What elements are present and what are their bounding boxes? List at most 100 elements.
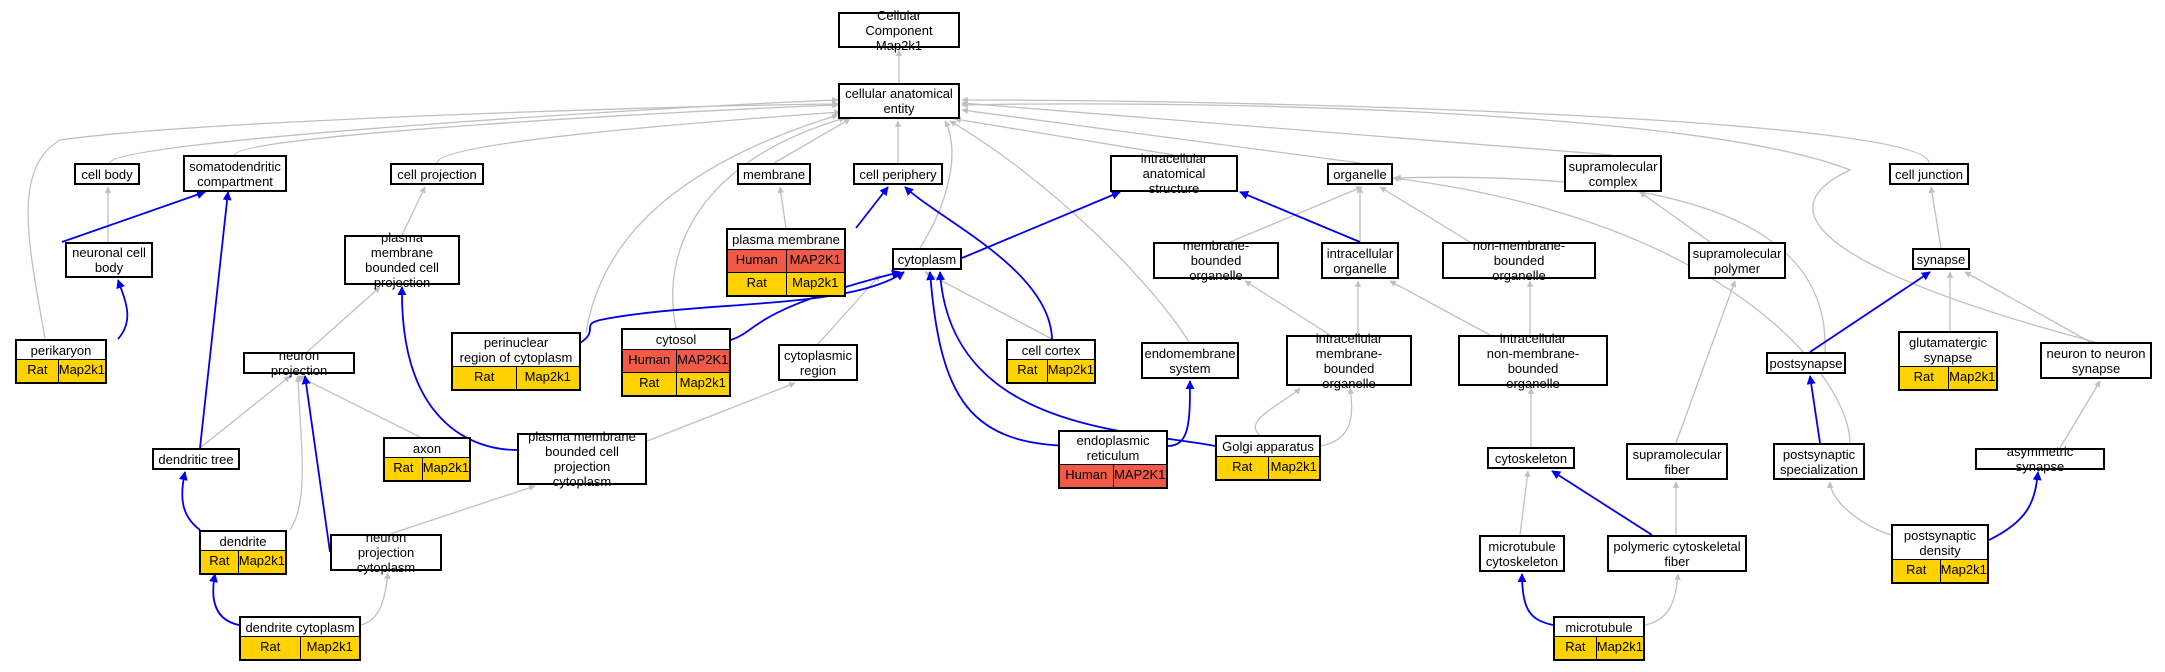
part-of-edge	[199, 191, 232, 449]
is-a-edge	[1826, 481, 1892, 536]
node-polymeric-cytoskeletal-fiber[interactable]: polymeric cytoskeletal fiber	[1607, 535, 1747, 572]
is-a-edge	[641, 382, 796, 444]
node-microtubule[interactable]: microtubule	[1553, 616, 1645, 638]
is-a-edge	[777, 186, 787, 229]
node-membrane[interactable]: membrane	[737, 163, 811, 185]
node-endoplasmic-reticulum[interactable]: endoplasmic reticulum	[1058, 430, 1168, 466]
node-asymmetric-synapse[interactable]: asymmetric synapse	[1975, 444, 2105, 474]
node-golgi-apparatus[interactable]: Golgi apparatus	[1215, 435, 1321, 458]
gene-cell: Map2k1	[675, 373, 729, 395]
part-of-edge	[1551, 470, 1653, 536]
node-intracellular-non-membrane-bounded-organelle[interactable]: intracellular non-membrane-bounded organ…	[1458, 331, 1608, 391]
is-a-edge	[1254, 387, 1301, 436]
species-cell: Human	[623, 350, 676, 372]
node-postsynaptic-specialization[interactable]: postsynaptic specialization	[1773, 443, 1865, 480]
gene-cell: Map2k1	[1267, 457, 1319, 479]
gene-cell: Map2k1	[299, 637, 359, 659]
gene-cell: Map2k1	[421, 458, 469, 480]
node-synapse[interactable]: synapse	[1912, 248, 1970, 270]
node-neuron-projection-cytoplasm[interactable]: neuron projection cytoplasm	[330, 530, 442, 575]
part-of-edge	[209, 573, 240, 626]
node-endomembrane-system[interactable]: endomembrane system	[1141, 342, 1239, 379]
species-cell: Rat	[1893, 560, 1940, 582]
node-supramolecular-complex[interactable]: supramolecular complex	[1564, 155, 1662, 192]
is-a-edge	[924, 271, 1053, 340]
node-plasma-membrane-bounded-cell-projection[interactable]: plasma membrane bounded cell projection	[344, 230, 460, 290]
node-postsynapse[interactable]: postsynapse	[1766, 352, 1846, 374]
is-a-edge	[585, 113, 839, 333]
node-membrane-bounded-organelle[interactable]: membrane-bounded organelle	[1153, 238, 1279, 283]
node-neuron-projection[interactable]: neuron projection	[243, 348, 355, 378]
is-a-edge	[436, 109, 841, 164]
node-cell-periphery[interactable]: cell periphery	[853, 163, 943, 185]
species-cell: Rat	[623, 373, 676, 395]
gene-cell: Map2k1	[1947, 367, 1996, 389]
node-somatodendritic-compartment[interactable]: somatodendritic compartment	[183, 155, 287, 192]
node-cytoplasm[interactable]: cytoplasm	[892, 248, 962, 270]
is-a-edge	[1644, 573, 1681, 626]
species-cell: Rat	[453, 367, 516, 389]
node-dendrite-cytoplasm[interactable]: dendrite cytoplasm	[239, 616, 361, 638]
node-intracellular-anatomical-structure[interactable]: intracellular anatomical structure	[1110, 151, 1238, 196]
part-of-edge	[1806, 375, 1821, 444]
node-cytoskeleton[interactable]: cytoskeleton	[1487, 447, 1575, 469]
is-a-edge	[961, 101, 2096, 343]
node-organelle[interactable]: organelle	[1327, 163, 1393, 185]
is-a-edge	[961, 96, 1930, 164]
node-dendrite[interactable]: dendrite	[199, 530, 287, 552]
node-supramolecular-polymer[interactable]: supramolecular polymer	[1688, 242, 1786, 279]
is-a-edge	[1639, 191, 1711, 243]
node-plasma-membrane-bounded-cell-projection-cytoplasm[interactable]: plasma membrane bounded cell projection …	[517, 429, 647, 489]
species-cell: Human	[1060, 465, 1113, 487]
part-of-edge	[1988, 471, 2042, 541]
node-cell-projection[interactable]: cell projection	[390, 163, 484, 185]
species-cell: Rat	[1900, 367, 1948, 389]
node-neuron-to-neuron-synapse[interactable]: neuron to neuron synapse	[2040, 342, 2152, 379]
node-axon[interactable]: axon	[383, 437, 471, 459]
species-cell: Rat	[1555, 637, 1596, 659]
node-microtubule-cytoskeleton[interactable]: microtubule cytoskeleton	[1479, 535, 1565, 572]
species-cell: Rat	[17, 360, 58, 382]
node-postsynaptic-density[interactable]: postsynaptic density	[1891, 524, 1989, 561]
node-cell-body[interactable]: cell body	[74, 163, 140, 185]
part-of-edge	[961, 190, 1121, 259]
is-a-edge	[1244, 280, 1331, 336]
node-root[interactable]: Cellular Component Map2k1	[838, 8, 960, 53]
species-cell: Human	[728, 250, 786, 272]
node-cellular-anatomical-entity[interactable]: cellular anatomical entity	[838, 83, 960, 119]
node-non-membrane-bounded-organelle[interactable]: non-membrane-bounded organelle	[1442, 238, 1596, 283]
part-of-edge	[904, 186, 1053, 340]
part-of-edge	[397, 286, 518, 451]
part-of-edge	[1239, 190, 1361, 243]
node-plasma-membrane[interactable]: plasma membrane	[726, 228, 846, 251]
part-of-edge	[1167, 380, 1195, 447]
node-perinuclear-region-of-cytoplasm[interactable]: perinuclear region of cytoplasm	[451, 332, 581, 368]
is-a-edge	[1928, 186, 1942, 249]
node-neuronal-cell-body[interactable]: neuronal cell body	[65, 242, 153, 278]
node-intracellular-organelle[interactable]: intracellular organelle	[1321, 242, 1399, 279]
is-a-edge	[389, 484, 536, 535]
node-cytoplasmic-region[interactable]: cytoplasmic region	[778, 344, 858, 381]
node-cytosol[interactable]: cytosol	[621, 328, 731, 351]
part-of-edge	[1517, 573, 1554, 626]
is-a-edge	[1675, 280, 1737, 444]
node-intracellular-membrane-bounded-organelle[interactable]: intracellular membrane-bounded organelle	[1286, 331, 1412, 391]
node-cell-junction[interactable]: cell junction	[1889, 163, 1969, 185]
node-supramolecular-fiber[interactable]: supramolecular fiber	[1626, 443, 1728, 480]
node-glutamatergic-synapse[interactable]: glutamatergic synapse	[1898, 331, 1998, 368]
node-dendritic-tree[interactable]: dendritic tree	[152, 448, 240, 470]
node-cell-cortex[interactable]: cell cortex	[1006, 339, 1096, 361]
is-a-edge	[360, 572, 391, 626]
part-of-edge	[178, 471, 201, 531]
node-perikaryon[interactable]: perikaryon	[15, 339, 107, 361]
is-a-edge	[401, 186, 426, 236]
part-of-edge	[855, 186, 889, 229]
